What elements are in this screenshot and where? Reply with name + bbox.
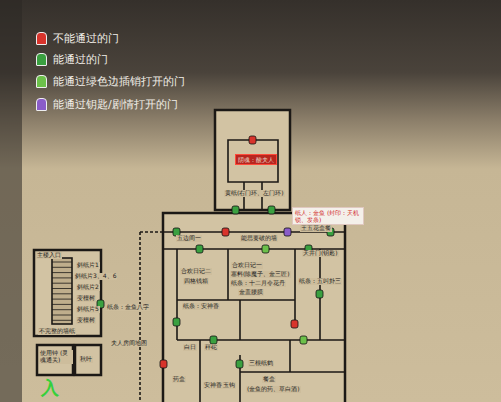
legend-item: 能通过的门 <box>36 52 108 67</box>
map-label: 王五花盒餐 <box>300 225 332 232</box>
map-label: 主楼入口 <box>36 252 62 259</box>
map-label: 合欢日记一 <box>231 262 263 269</box>
map-label: 金盖腰膜 <box>238 289 264 296</box>
map-label: 纸条：金鱼八字 <box>106 304 150 311</box>
map-label: 餐盒 <box>262 376 276 383</box>
map-label: 黄纸(右门环、左门环) <box>224 190 285 197</box>
legend-text: 能通过钥匙/剧情打开的门 <box>53 97 178 112</box>
entrance-mark: 入 <box>40 378 60 399</box>
edge-shade <box>0 0 22 402</box>
walls <box>34 110 345 402</box>
map-label: 秤砣 <box>204 344 218 351</box>
map-label: 塞料(除魔子、金三匠) <box>230 271 291 278</box>
door-swatch <box>36 32 47 45</box>
map-label: 变檀树 <box>76 295 96 302</box>
map-label: 白日 <box>183 344 197 351</box>
map-label: 天井门(钥匙) <box>302 250 339 257</box>
map-label: 四格钱箱 <box>183 278 209 285</box>
map-label: 纸条：五叫卦三 <box>298 278 342 285</box>
legend-item: 能通过钥匙/剧情打开的门 <box>36 97 178 112</box>
legend-text: 能通过的门 <box>53 52 108 67</box>
inner-walls <box>52 140 345 402</box>
npc-box: 纸人：金鱼 (封印：天机锁、发条) <box>292 207 364 225</box>
map-label: 安神香 <box>203 382 223 389</box>
door-icons <box>97 136 334 368</box>
legend-text: 能通过绿色边插销打开的门 <box>53 74 185 89</box>
legend-item: 不能通过的门 <box>36 31 119 46</box>
map-label: 夫人房间地图 <box>110 340 148 347</box>
map-label: 合欢日记二 <box>180 268 212 275</box>
map-label: 药盒 <box>172 376 186 383</box>
map-label: 斜纸片3、4、6 <box>74 273 117 280</box>
map-label: 纸条：十二月令花丹 <box>230 280 286 287</box>
map-label: 斜纸片5 <box>76 306 100 313</box>
door-swatch <box>36 53 47 66</box>
stair-steps <box>52 262 72 320</box>
boss-box: 阴魂：酸夫人 <box>235 154 277 165</box>
legend-item: 能通过绿色边插销打开的门 <box>36 74 185 89</box>
map-label: 五边间一 <box>176 235 202 242</box>
map-label: 变檀树 <box>76 317 96 324</box>
map-label: 纸条：安神香 <box>182 303 220 310</box>
legend-text: 不能通过的门 <box>53 31 119 46</box>
map-label: (金鱼的药、草白酒) <box>246 386 301 393</box>
map-label: 斜纸片2 <box>76 284 100 291</box>
map-label: 秋叶 <box>79 356 93 363</box>
map-label: 使用钟 (灵魂通关) <box>39 350 73 364</box>
node-text: 阴魂：酸夫人 <box>238 156 274 163</box>
map-label: 三根纸鹤 <box>248 360 274 367</box>
map-label: 能思要破的墙 <box>240 235 278 242</box>
map-label: 玉钩 <box>222 382 236 389</box>
map-label: 不完整的墙纸 <box>38 328 76 335</box>
map-label: 斜纸片1 <box>76 262 100 269</box>
door-swatch <box>36 75 47 88</box>
door-swatch <box>36 98 47 111</box>
node-text: 纸人：金鱼 (封印：天机锁、发条) <box>295 209 361 223</box>
